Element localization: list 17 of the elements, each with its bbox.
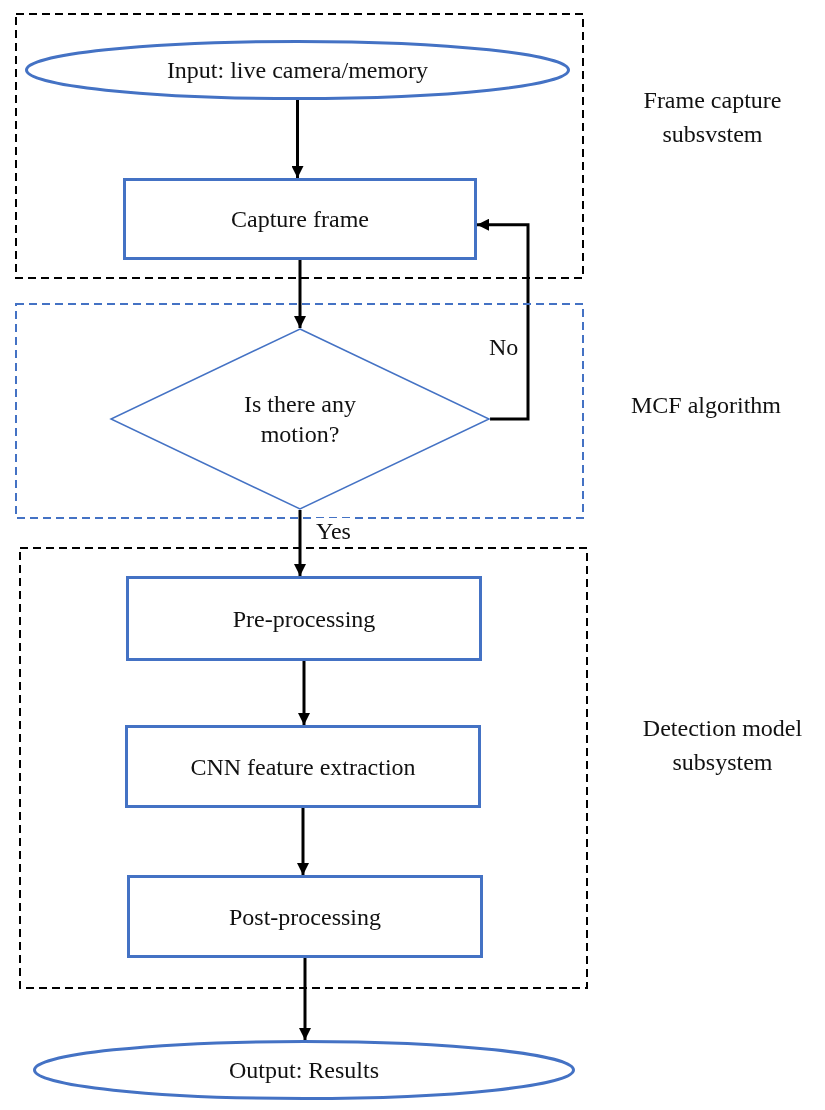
arrow bbox=[297, 808, 309, 875]
decision-question: Is there any motion? bbox=[243, 390, 357, 449]
arrow bbox=[477, 218, 530, 421]
arrow bbox=[294, 510, 306, 576]
group-label: Detection model subsystem bbox=[641, 714, 804, 777]
arrow bbox=[298, 661, 310, 725]
arrow bbox=[291, 100, 304, 178]
group-label: MCF algorithm bbox=[630, 391, 782, 420]
arrow bbox=[294, 260, 306, 328]
step-label: CNN feature extraction bbox=[189, 752, 417, 782]
group-label: Frame capture subsvstem bbox=[642, 86, 783, 149]
step-label: Pre-processing bbox=[231, 604, 377, 634]
arrow bbox=[299, 958, 311, 1040]
step-label: Output: Results bbox=[228, 1056, 380, 1085]
step-label: Capture frame bbox=[230, 205, 370, 234]
step-label: Post-processing bbox=[228, 902, 382, 932]
step-label: Input: live camera/memory bbox=[165, 56, 430, 85]
